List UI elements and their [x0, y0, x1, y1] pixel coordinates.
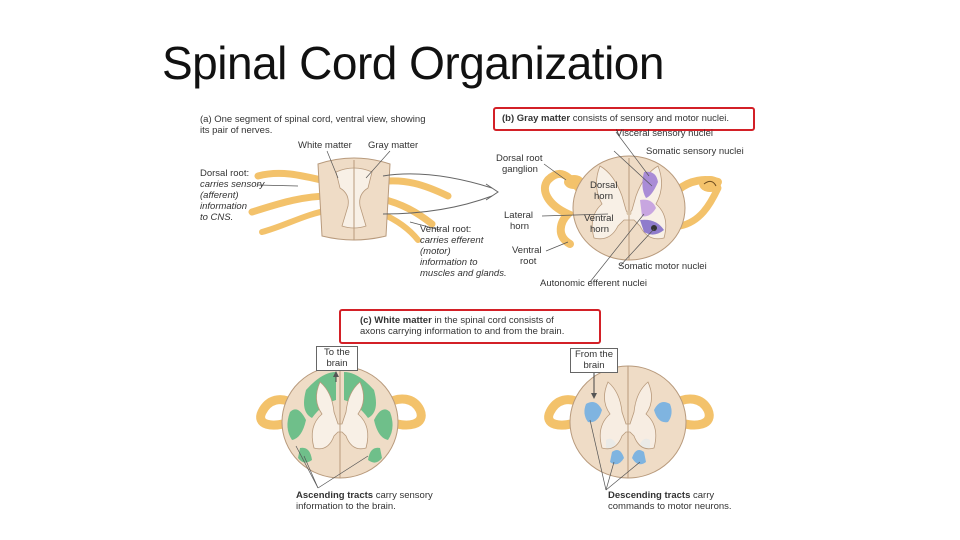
panel-a-caption-line2: its pair of nerves. [200, 125, 273, 136]
label-dorsal-root: Dorsal root: [200, 168, 250, 179]
from-the-brain-box: From the brain [570, 348, 618, 373]
descending-tracts-label: Descending tracts carry [608, 490, 714, 501]
ascending-tracts-line2: information to the brain. [296, 501, 396, 512]
label-dorsal-root-desc-1: carries sensory [200, 179, 265, 190]
panel-c-right-illustration [544, 365, 714, 491]
panel-b-caption-rest: consists of sensory and motor nuclei. [570, 113, 730, 124]
descending-tracts-bold: Descending tracts [608, 490, 691, 501]
white-matter-highlight-box [339, 309, 601, 344]
ascending-tracts-rest: carry sensory [373, 490, 433, 501]
panel-a-illustration [248, 150, 499, 243]
panel-c-caption-rest: in the spinal cord consists of [431, 315, 554, 326]
label-lateral-horn-1: Lateral [504, 210, 534, 221]
to-the-brain-line2: brain [326, 358, 348, 369]
to-the-brain-box: To the brain [316, 346, 358, 371]
label-visceral-sensory-nuclei: Visceral sensory nuclei [616, 128, 713, 139]
label-lateral-horn-2: horn [510, 221, 530, 232]
ascending-tracts-bold: Ascending tracts [296, 490, 374, 501]
panel-a-caption-line1: (a) One segment of spinal cord, ventral … [200, 114, 426, 125]
panel-c-caption-bold: (c) White matter [360, 315, 432, 326]
label-ventral-root-desc-3: information to [420, 257, 478, 268]
label-somatic-sensory-nuclei: Somatic sensory nuclei [646, 146, 744, 157]
label-ventral-horn-2: horn [590, 224, 610, 235]
label-ventral-root-b-1: Ventral [512, 245, 542, 256]
descending-tracts-line2: commands to motor neurons. [608, 501, 732, 512]
label-dorsal-horn-2: horn [594, 191, 614, 202]
panel-c-caption-line2: axons carrying information to and from t… [360, 326, 565, 337]
label-dorsal-root-desc-2: (afferent) [200, 190, 239, 201]
label-somatic-motor-nuclei: Somatic motor nuclei [618, 261, 707, 272]
panel-b-caption-bold: (b) Gray matter [502, 113, 571, 124]
from-the-brain-line1: From the [574, 349, 613, 360]
label-dorsal-root-desc-4: to CNS. [200, 212, 234, 223]
label-autonomic-efferent-nuclei: Autonomic efferent nuclei [540, 278, 648, 289]
gray-matter-highlight-box [493, 107, 755, 131]
label-dorsal-root-ganglion-1: Dorsal root [496, 153, 543, 164]
label-white-matter: White matter [298, 140, 352, 151]
label-dorsal-horn-1: Dorsal [590, 180, 618, 191]
panel-c-left-illustration [256, 365, 426, 489]
label-ventral-root-b-2: root [520, 256, 537, 267]
descending-tracts-rest: carry [690, 490, 715, 501]
slide-title: Spinal Cord Organization [162, 37, 664, 89]
label-ventral-root: Ventral root: [420, 224, 472, 235]
panel-b-caption: (b) Gray matter consists of sensory and … [502, 113, 729, 124]
label-ventral-root-desc-1: carries efferent [420, 235, 484, 246]
label-dorsal-root-desc-3: information [200, 201, 247, 212]
label-dorsal-root-ganglion-2: ganglion [502, 164, 538, 175]
from-the-brain-line2: brain [583, 360, 605, 371]
to-the-brain-line1: To the [324, 347, 350, 358]
panel-b-illustration [540, 131, 722, 283]
label-ventral-root-desc-4: muscles and glands. [420, 268, 507, 279]
label-gray-matter: Gray matter [368, 140, 419, 151]
panel-c-caption-line1: (c) White matter in the spinal cord cons… [360, 315, 554, 326]
ascending-tracts-label: Ascending tracts carry sensory [296, 490, 433, 501]
label-ventral-root-desc-2: (motor) [420, 246, 451, 257]
label-ventral-horn-1: Ventral [584, 213, 614, 224]
